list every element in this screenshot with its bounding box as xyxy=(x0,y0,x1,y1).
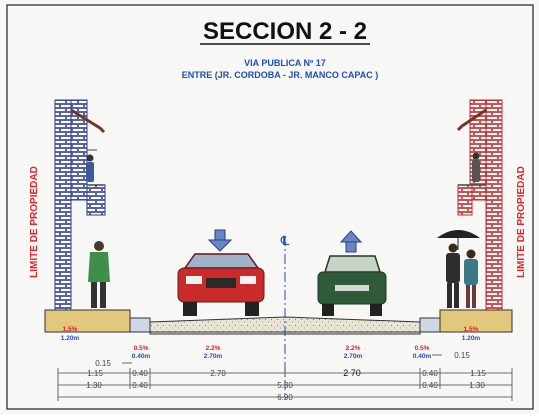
property-limit-right: LIMITE DE PROPIEDAD xyxy=(516,166,527,278)
slope-sidewalk-right-width: 1.20m xyxy=(462,335,481,342)
dim-curb-left: 0.15 xyxy=(95,359,111,368)
subtitle-line-1: VIA PUBLICA Nº 17 xyxy=(244,58,326,68)
dimension-lines xyxy=(57,354,513,401)
slope-annotations: 1.5% 1.20m 0.5% 0.40m 2.2% 2.70m 2.2% 2.… xyxy=(61,326,481,360)
dim-curb-right: 0.15 xyxy=(454,351,470,360)
dim-row1-5: 1.15 xyxy=(470,369,486,378)
slope-lane-left-pct: 2.2% xyxy=(206,345,221,352)
dim-row1-1: 0.40 xyxy=(132,369,148,378)
arrow-down-icon xyxy=(207,229,233,252)
dim-row2-2: 5.30 xyxy=(277,381,293,390)
property-limit-left: LIMITE DE PROPIEDAD xyxy=(29,166,40,278)
drawing-frame xyxy=(6,4,534,410)
dim-row2-3: 0.40 xyxy=(422,381,438,390)
car-green-icon xyxy=(317,255,387,316)
slope-gutter-right-pct: 0.5% xyxy=(415,345,430,352)
dim-row1-3: 2 70 xyxy=(343,368,361,378)
dim-total: 6.90 xyxy=(277,393,293,402)
pedestrian-couple-right-icon xyxy=(437,230,480,308)
gutter-left xyxy=(129,317,151,333)
dim-row2-0: 1.30 xyxy=(86,381,102,390)
pedestrian-left-icon xyxy=(88,241,110,308)
slope-sidewalk-left-width: 1.20m xyxy=(61,335,80,342)
car-red-icon xyxy=(177,253,265,316)
dim-row1-0: 1.15 xyxy=(87,369,103,378)
person-balcony-left-icon xyxy=(86,154,94,182)
road-section xyxy=(44,309,513,335)
slope-lane-right-pct: 2.2% xyxy=(346,345,361,352)
person-balcony-right-icon xyxy=(472,152,480,182)
dimension-texts: 0.15 0.15 1.15 0.40 2.70 2 70 0.40 1.15 … xyxy=(86,351,486,402)
drawing-title: SECCION 2 - 2 xyxy=(203,18,367,45)
dim-row2-1: 0.40 xyxy=(132,381,148,390)
dim-row1-2: 2.70 xyxy=(210,369,226,378)
slope-gutter-right-width: 0.40m xyxy=(413,353,432,360)
slope-sidewalk-left-pct: 1.5% xyxy=(63,326,78,333)
slope-gutter-left-width: 0.40m xyxy=(132,353,151,360)
dim-row1-4: 0.40 xyxy=(422,369,438,378)
subtitle-line-2: ENTRE (JR. CORDOBA - JR. MANCO CAPAC ) xyxy=(182,70,379,80)
sidewalk-left xyxy=(44,309,131,333)
slope-sidewalk-right-pct: 1.5% xyxy=(464,326,479,333)
slope-lane-left-width: 2.70m xyxy=(204,353,223,360)
slope-lane-right-width: 2.70m xyxy=(344,353,363,360)
arrow-up-icon xyxy=(339,230,363,253)
gutter-right xyxy=(419,317,441,333)
slope-gutter-left-pct: 0.5% xyxy=(134,345,149,352)
centerline-icon: ℄ xyxy=(280,233,290,248)
left-building xyxy=(54,99,106,316)
dim-row2-4: 1.30 xyxy=(469,381,485,390)
